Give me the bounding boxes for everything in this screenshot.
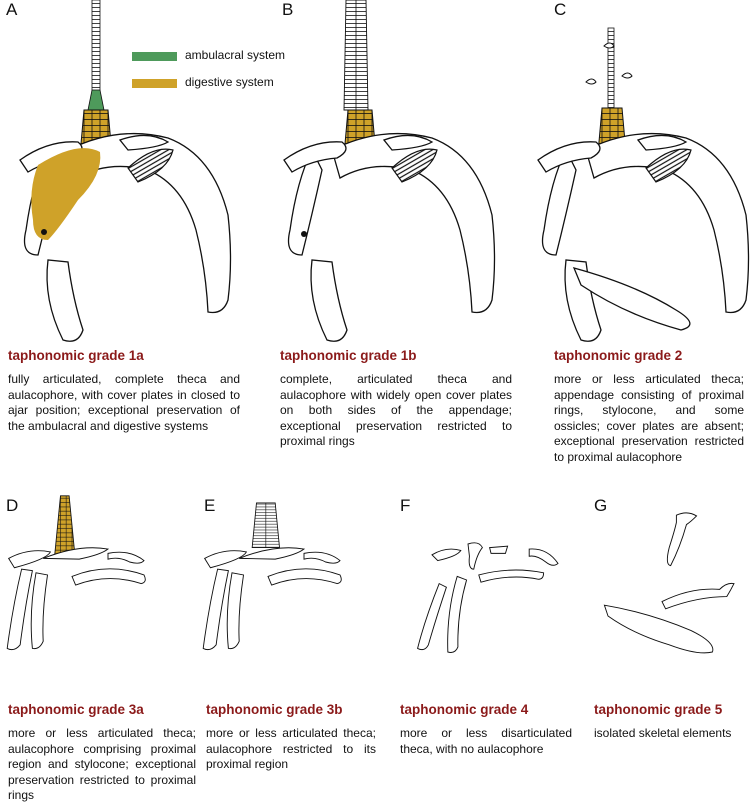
panel-b-description: complete, articulated theca and aulacoph…	[280, 372, 512, 449]
panel-d-drawing	[6, 495, 146, 651]
panel-b-drawing	[283, 0, 496, 342]
panel-f-title: taphonomic grade 4	[400, 702, 529, 717]
panel-e-letter: E	[204, 496, 216, 515]
panel-f-drawing	[417, 542, 559, 653]
panel-g-drawing	[603, 512, 735, 654]
legend-digestive-swatch	[132, 79, 177, 88]
panel-a-drawing	[19, 0, 232, 342]
panel-d-title: taphonomic grade 3a	[8, 702, 144, 717]
panel-d-description: more or less articulated theca; aulacoph…	[8, 726, 196, 803]
panel-f-description: more or less disarticulated theca, with …	[400, 726, 572, 756]
panel-d-letter: D	[6, 496, 19, 515]
panel-c-letter: C	[554, 0, 567, 19]
panel-a-title: taphonomic grade 1a	[8, 348, 144, 363]
panel-a-letter: A	[6, 0, 18, 19]
figure-drawings	[6, 0, 750, 654]
legend-ambulacral-label: ambulacral system	[185, 48, 286, 62]
legend-digestive-label: digestive system	[185, 75, 274, 89]
panel-g-description: isolated skeletal elements	[594, 726, 732, 740]
panel-c-drawing	[537, 27, 750, 342]
digestive-tract	[31, 148, 101, 240]
panel-g-title: taphonomic grade 5	[594, 702, 723, 717]
panel-e-drawing	[202, 502, 342, 651]
legend-ambulacral-swatch	[132, 52, 177, 61]
panel-a-description: fully articulated, complete theca and au…	[8, 372, 240, 433]
ambulacral-groove	[87, 89, 105, 111]
panel-b-title: taphonomic grade 1b	[280, 348, 417, 363]
panel-f-letter: F	[400, 496, 411, 515]
panel-c-title: taphonomic grade 2	[554, 348, 683, 363]
panel-c-description: more or less articulated theca; appendag…	[554, 372, 744, 464]
aulacophore-distal	[91, 0, 101, 101]
panel-g-letter: G	[594, 496, 608, 515]
panel-e-description: more or less articulated theca; aulacoph…	[206, 726, 376, 772]
panel-e-title: taphonomic grade 3b	[206, 702, 343, 717]
panel-b-letter: B	[282, 0, 294, 19]
